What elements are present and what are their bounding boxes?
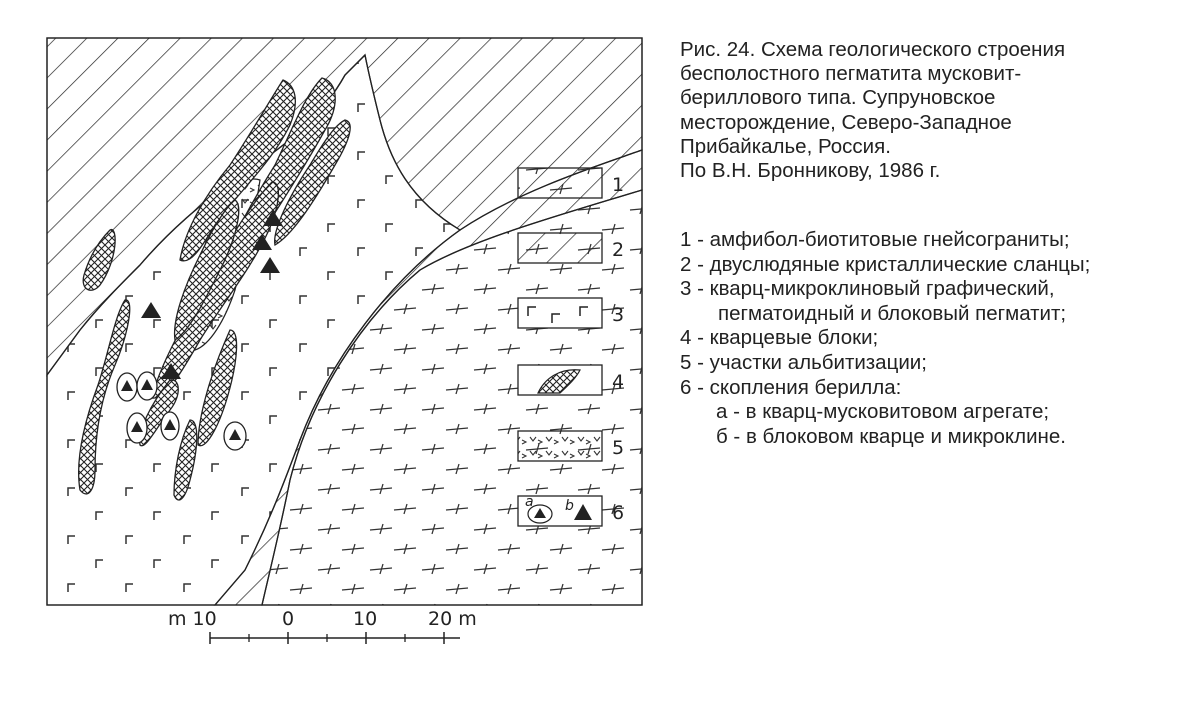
caption-line-5: Прибайкалье, Россия. <box>680 134 891 158</box>
legend-item-6a: а - в кварц-мусковитовом агрегате; <box>716 400 1050 424</box>
legend-swatch-2 <box>517 232 603 264</box>
legend-number-1: 1 <box>612 174 624 196</box>
caption-line-3: бериллового типа. Супруновское <box>680 86 996 110</box>
pegmatite-body <box>46 53 462 606</box>
legend-item-4: 4 - кварцевые блоки; <box>680 326 879 350</box>
scale-label-zero: 0 <box>282 608 294 630</box>
legend-item-3: 3 - кварц-микроклиновый графический, <box>680 277 1055 301</box>
beryl-a-1 <box>116 372 138 402</box>
legend-list: 1 - амфибол-биотитовые гнейсограниты; 2 … <box>680 228 1190 449</box>
beryl-a-5 <box>223 421 247 451</box>
legend-item-3-cont: пегматоидный и блоковый пегматит; <box>718 301 1067 325</box>
legend-item-1: 1 - амфибол-биотитовые гнейсограниты; <box>680 228 1070 251</box>
beryl-b-4 <box>141 302 161 318</box>
beryl-b-5 <box>161 363 181 379</box>
legend-number-2: 2 <box>612 239 624 261</box>
scale-bar: m 10 0 10 20 m <box>168 608 477 644</box>
beryl-b-2 <box>252 234 272 250</box>
beryl-a-clusters <box>116 371 247 451</box>
legend-number-3: 3 <box>612 304 624 326</box>
legend-item-6: 6 - скопления берилла: <box>680 375 902 399</box>
beryl-a-2 <box>136 371 158 401</box>
scale-label-left: m 10 <box>168 608 217 630</box>
caption-line-6: По В.Н. Бронникову, 1986 г. <box>680 159 941 183</box>
legend-swatches: 1 2 3 4 5 a b 6 <box>517 167 624 527</box>
caption-line-2: бесполостного пегматита мусковит- <box>680 62 1022 86</box>
scale-label-ten: 10 <box>353 608 377 630</box>
quartz-blocks <box>78 77 351 501</box>
beryl-b-3 <box>260 257 280 273</box>
figure-caption: Рис. 24. Схема геологического строения б… <box>680 38 1180 183</box>
legend-swatch-5 <box>517 430 603 462</box>
legend-item-5: 5 - участки альбитизации; <box>680 350 927 374</box>
beryl-a-4 <box>160 411 180 441</box>
legend-item-2: 2 - двуслюдяные кристаллические сланцы; <box>680 252 1091 276</box>
legend-swatch-1 <box>517 167 603 199</box>
legend-number-6: 6 <box>612 502 624 524</box>
legend-item-6b: б - в блоковом кварце и микроклине. <box>716 424 1066 448</box>
legend-sublabel-a: a <box>525 494 534 510</box>
scale-label-right: 20 m <box>428 608 477 630</box>
beryl-b-clusters <box>141 210 283 379</box>
legend-sublabel-b: b <box>565 498 574 514</box>
caption-line-4: месторождение, Северо-Западное <box>680 110 1012 134</box>
caption-line-1: Рис. 24. Схема геологического строения <box>680 38 1066 61</box>
legend-number-4: 4 <box>612 371 624 393</box>
beryl-a-3 <box>126 412 148 444</box>
legend-swatch-3 <box>517 297 603 329</box>
beryl-b-1 <box>263 210 283 226</box>
legend-number-5: 5 <box>612 437 624 459</box>
